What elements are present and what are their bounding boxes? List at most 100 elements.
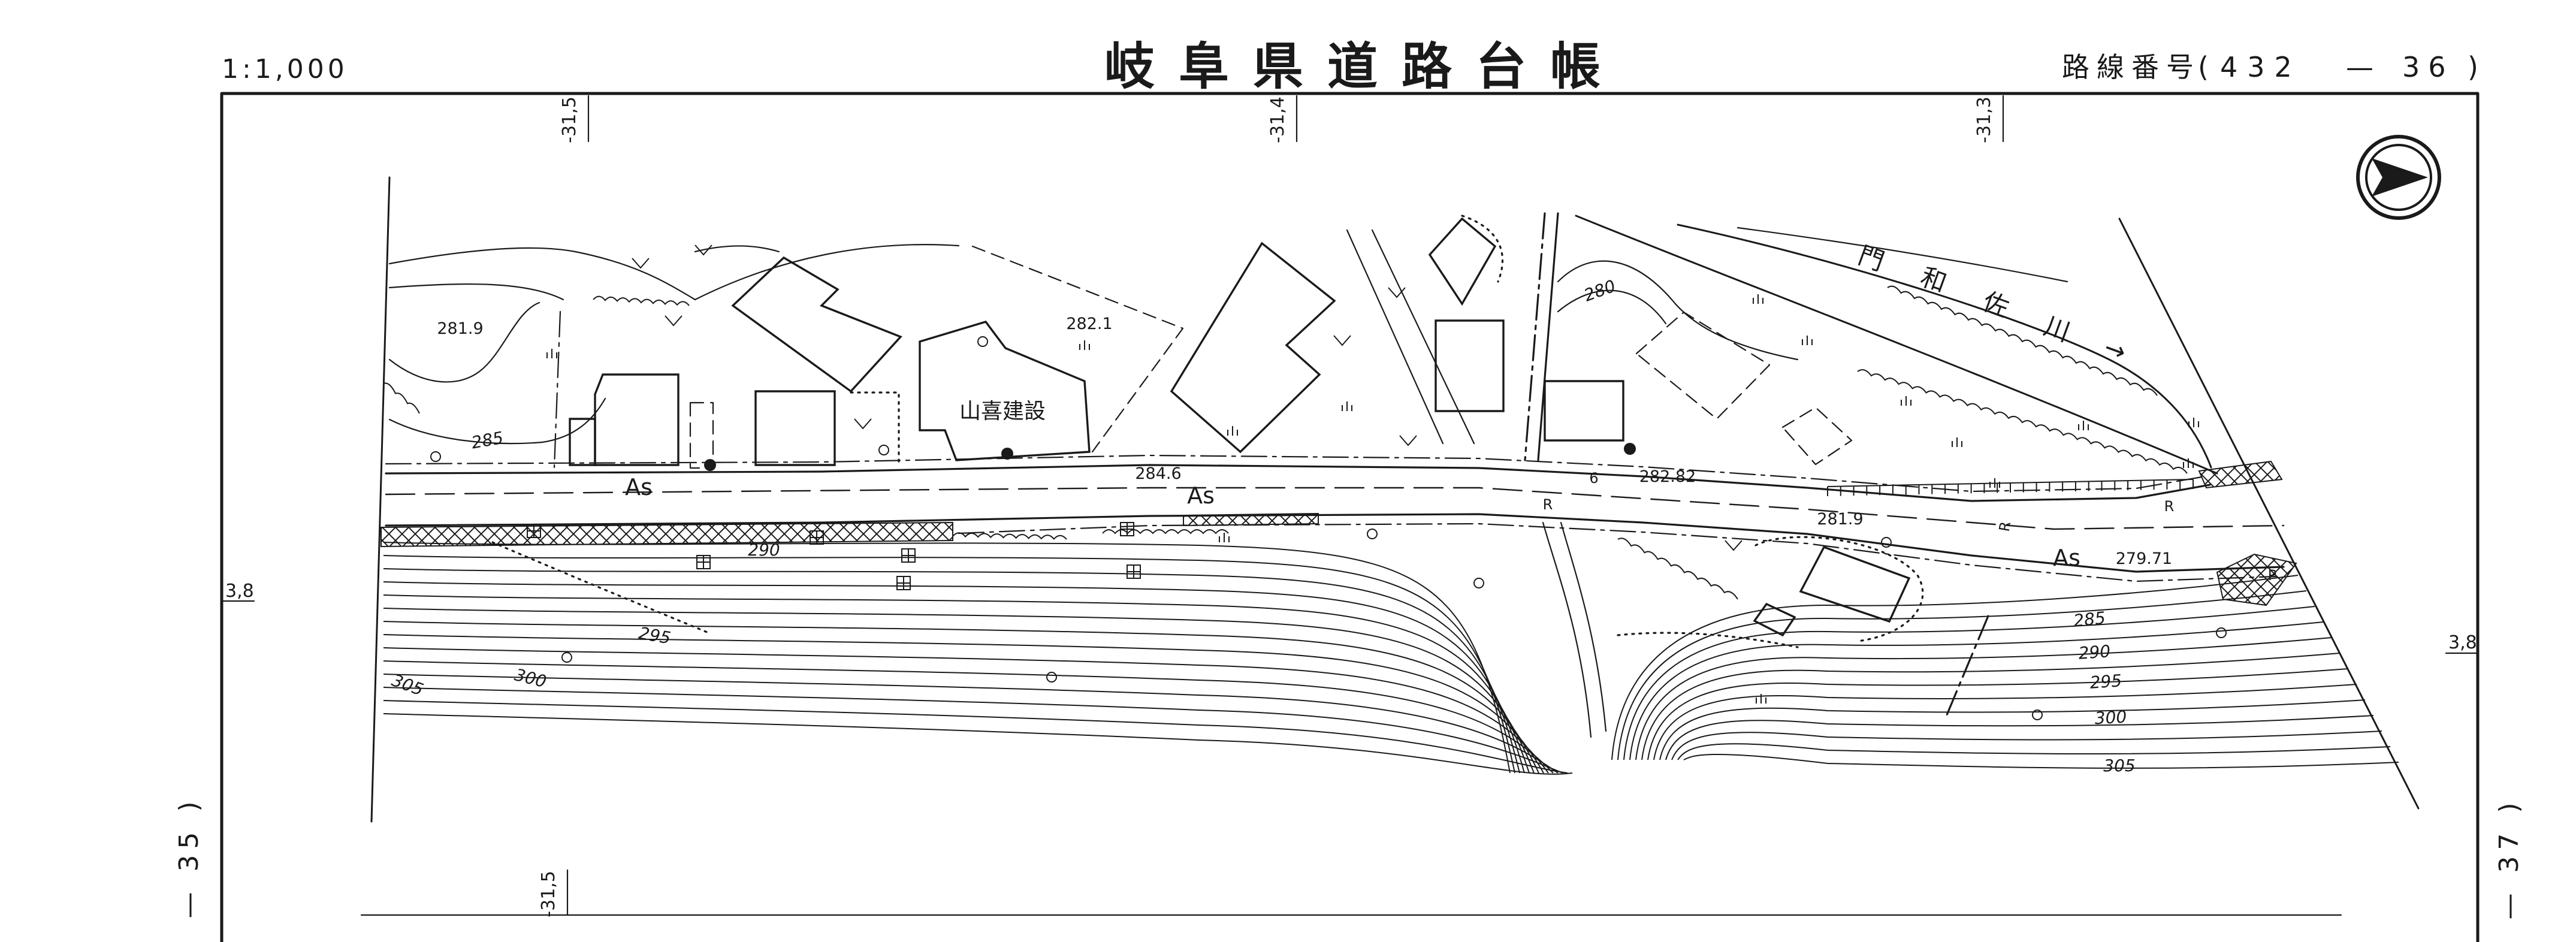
contour-line <box>383 713 1573 775</box>
contour-lines <box>383 542 2399 775</box>
route-number-label: 路線番号 <box>2062 51 2201 83</box>
contour-line <box>383 555 1515 774</box>
sheet-frame <box>220 92 2480 942</box>
route-dash: — <box>2346 51 2373 83</box>
contour-line <box>1623 606 2315 760</box>
elevation-point: 281.9 <box>437 319 483 338</box>
north-arrow-outer-ring <box>2356 135 2441 220</box>
map-area: As As As 281.9 282.1 284.6 282.82 281.9 … <box>370 176 2420 823</box>
field-symbol <box>694 244 712 256</box>
field-symbol <box>665 315 682 327</box>
field-symbol <box>1725 540 1743 551</box>
boundary-line <box>388 247 696 301</box>
field-symbol <box>1333 335 1351 346</box>
contour-line <box>1635 637 2332 760</box>
grid-label-bottom-left: -31,5 <box>538 871 559 917</box>
contour-line <box>1659 699 2366 760</box>
boundary-line <box>553 310 561 469</box>
hedge-line <box>1102 529 1229 535</box>
field-symbol <box>854 418 872 430</box>
adjacent-sheet-left: — 35 ) <box>174 795 204 918</box>
contour-line <box>1653 684 2357 760</box>
sheet-header: 1:1,000 岐阜県道路台帳 路線番号 ( 432 — 36 ) <box>222 37 2478 96</box>
contour-line <box>383 660 1554 774</box>
contour-line <box>1671 730 2382 760</box>
branch-road-edge <box>1371 229 1475 445</box>
circle-symbol <box>1473 578 1484 588</box>
valley-stream <box>1542 521 1592 738</box>
circle-symbol <box>1367 529 1378 539</box>
grid-label-top-center: -31,4 <box>1267 96 1288 143</box>
grass-symbol <box>1079 340 1090 350</box>
parking-mark: P <box>2268 567 2276 584</box>
pavement-label: As <box>2053 545 2080 571</box>
grass-symbol <box>1802 336 1813 345</box>
grass-symbol <box>546 349 557 358</box>
building <box>731 256 902 393</box>
road-centerline <box>385 487 2285 530</box>
north-arrow-inner-ring <box>2365 144 2432 211</box>
road-edge-south <box>385 513 2285 573</box>
north-arrow-pointer <box>2372 158 2428 197</box>
grass-symbol <box>1227 426 1238 436</box>
route-number: 432 <box>2220 51 2302 83</box>
contour-line <box>383 608 1535 774</box>
adjacent-sheet-right: — 37 ) <box>2494 796 2524 919</box>
terrain-lines <box>388 212 2218 738</box>
lot-outline <box>1635 311 1771 420</box>
wall-line <box>1827 479 2194 487</box>
building <box>1170 241 1336 454</box>
hedge-line <box>1887 285 2158 396</box>
contour-label: 285 <box>470 428 505 453</box>
field-symbol <box>632 258 650 269</box>
field-symbol <box>1388 287 1406 298</box>
circle-symbol <box>977 336 988 347</box>
contour-label: 300 <box>512 665 548 692</box>
map-scale: 1:1,000 <box>222 54 348 84</box>
point-marker <box>704 459 716 471</box>
grass-symbol <box>1901 396 1911 406</box>
retaining-wall-east <box>2198 460 2283 489</box>
dotted-boundary <box>1461 215 1504 283</box>
contour-line <box>1677 743 2391 760</box>
contour-line-285 <box>388 397 606 445</box>
contour-line <box>383 647 1549 774</box>
contour-label: 305 <box>2103 756 2135 775</box>
hedge-line <box>952 532 1067 540</box>
buildings <box>569 217 1911 637</box>
frame-border <box>220 92 2480 942</box>
hedge-line <box>383 382 420 414</box>
grass-symbol <box>2183 458 2194 468</box>
contour-line <box>1629 621 2324 760</box>
grass-symbol <box>1952 437 1962 447</box>
branch-road-edge <box>1524 212 1546 461</box>
contour-label: 280 <box>1581 276 1618 305</box>
grass-symbol <box>2188 418 2199 427</box>
elevation-point: 279.71 <box>2116 550 2172 568</box>
grass-symbol <box>1219 533 1230 542</box>
road-width-mark: 6 <box>1589 470 1598 487</box>
road-edge-north <box>385 464 2211 502</box>
contour-line <box>1617 590 2307 760</box>
river-bank <box>1575 215 2218 475</box>
contour-line <box>1557 289 1667 325</box>
river-name-char: 和 <box>1917 262 1950 298</box>
grid-label-top-left: -31,5 <box>559 96 580 143</box>
grass-symbol <box>1342 401 1352 411</box>
dotted-boundary <box>491 541 708 633</box>
grass-symbol <box>1989 478 2000 488</box>
route-open-paren: ( <box>2198 51 2209 83</box>
circle-symbol <box>1046 672 1057 683</box>
contour-line <box>383 700 1568 774</box>
map-left-boundary <box>370 176 391 823</box>
contour-line <box>383 674 1559 774</box>
building <box>594 373 680 466</box>
contour-line <box>383 687 1563 774</box>
north-arrow-icon <box>2356 135 2441 220</box>
contour-line <box>1665 715 2374 760</box>
circle-symbol <box>1881 537 1892 548</box>
boundary-line <box>694 245 780 253</box>
grid-labels: -31,5 -31,4 -31,3 -31,5 3,8 3,8 <box>221 95 2479 917</box>
building <box>1435 319 1505 412</box>
